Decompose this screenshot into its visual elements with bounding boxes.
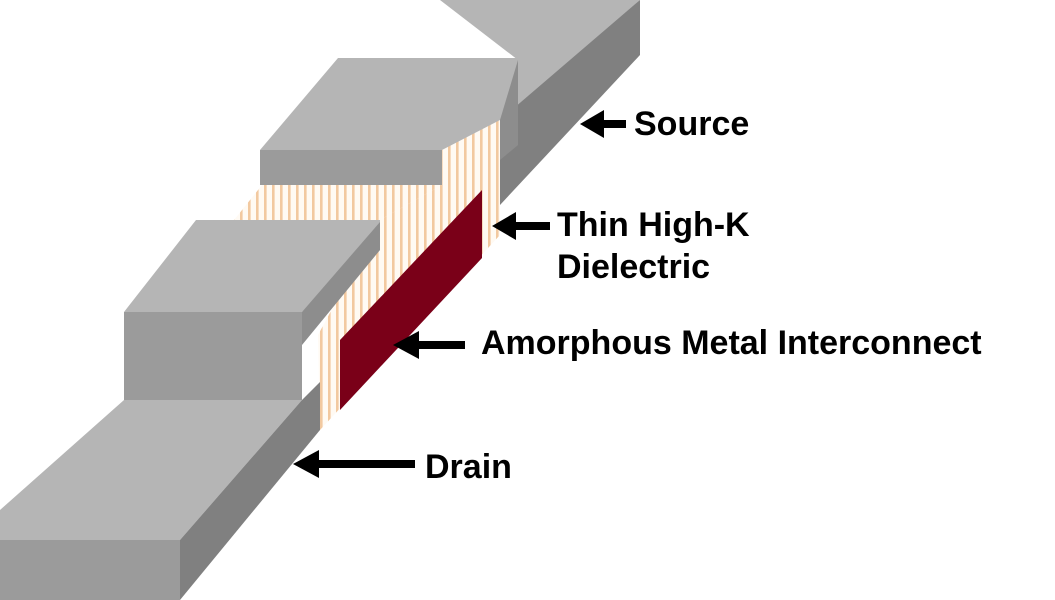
drain-block-front-face xyxy=(124,312,302,400)
drain-arrow xyxy=(293,450,415,478)
dielectric-label: Thin High-K Dielectric xyxy=(557,204,750,288)
dielectric-label-line2: Dielectric xyxy=(557,248,711,286)
metal-interconnect xyxy=(340,190,482,410)
drain-base-top-face xyxy=(0,400,302,540)
source-label: Source xyxy=(634,105,750,143)
drain-base-side-face xyxy=(180,382,320,600)
source-side-face xyxy=(500,0,640,205)
source-step-side xyxy=(500,60,518,160)
source-upper-top-face xyxy=(440,0,640,120)
dielectric-arrow xyxy=(492,212,550,240)
metal-arrow xyxy=(393,331,465,359)
drain-base-front-face xyxy=(0,540,180,600)
drain-electrode xyxy=(0,220,380,600)
source-block-front-face xyxy=(260,150,442,185)
dielectric-top-face xyxy=(234,185,442,220)
drain-label: Drain xyxy=(425,448,512,486)
source-block-top-face xyxy=(260,58,518,150)
drain-block-side-face xyxy=(302,222,380,345)
source-electrode xyxy=(260,0,640,205)
dielectric-label-line1: Thin High-K xyxy=(557,206,750,244)
drain-block-top-face xyxy=(124,220,380,312)
source-arrow xyxy=(580,110,626,138)
metal-interconnect-label: Amorphous Metal Interconnect xyxy=(481,324,982,362)
